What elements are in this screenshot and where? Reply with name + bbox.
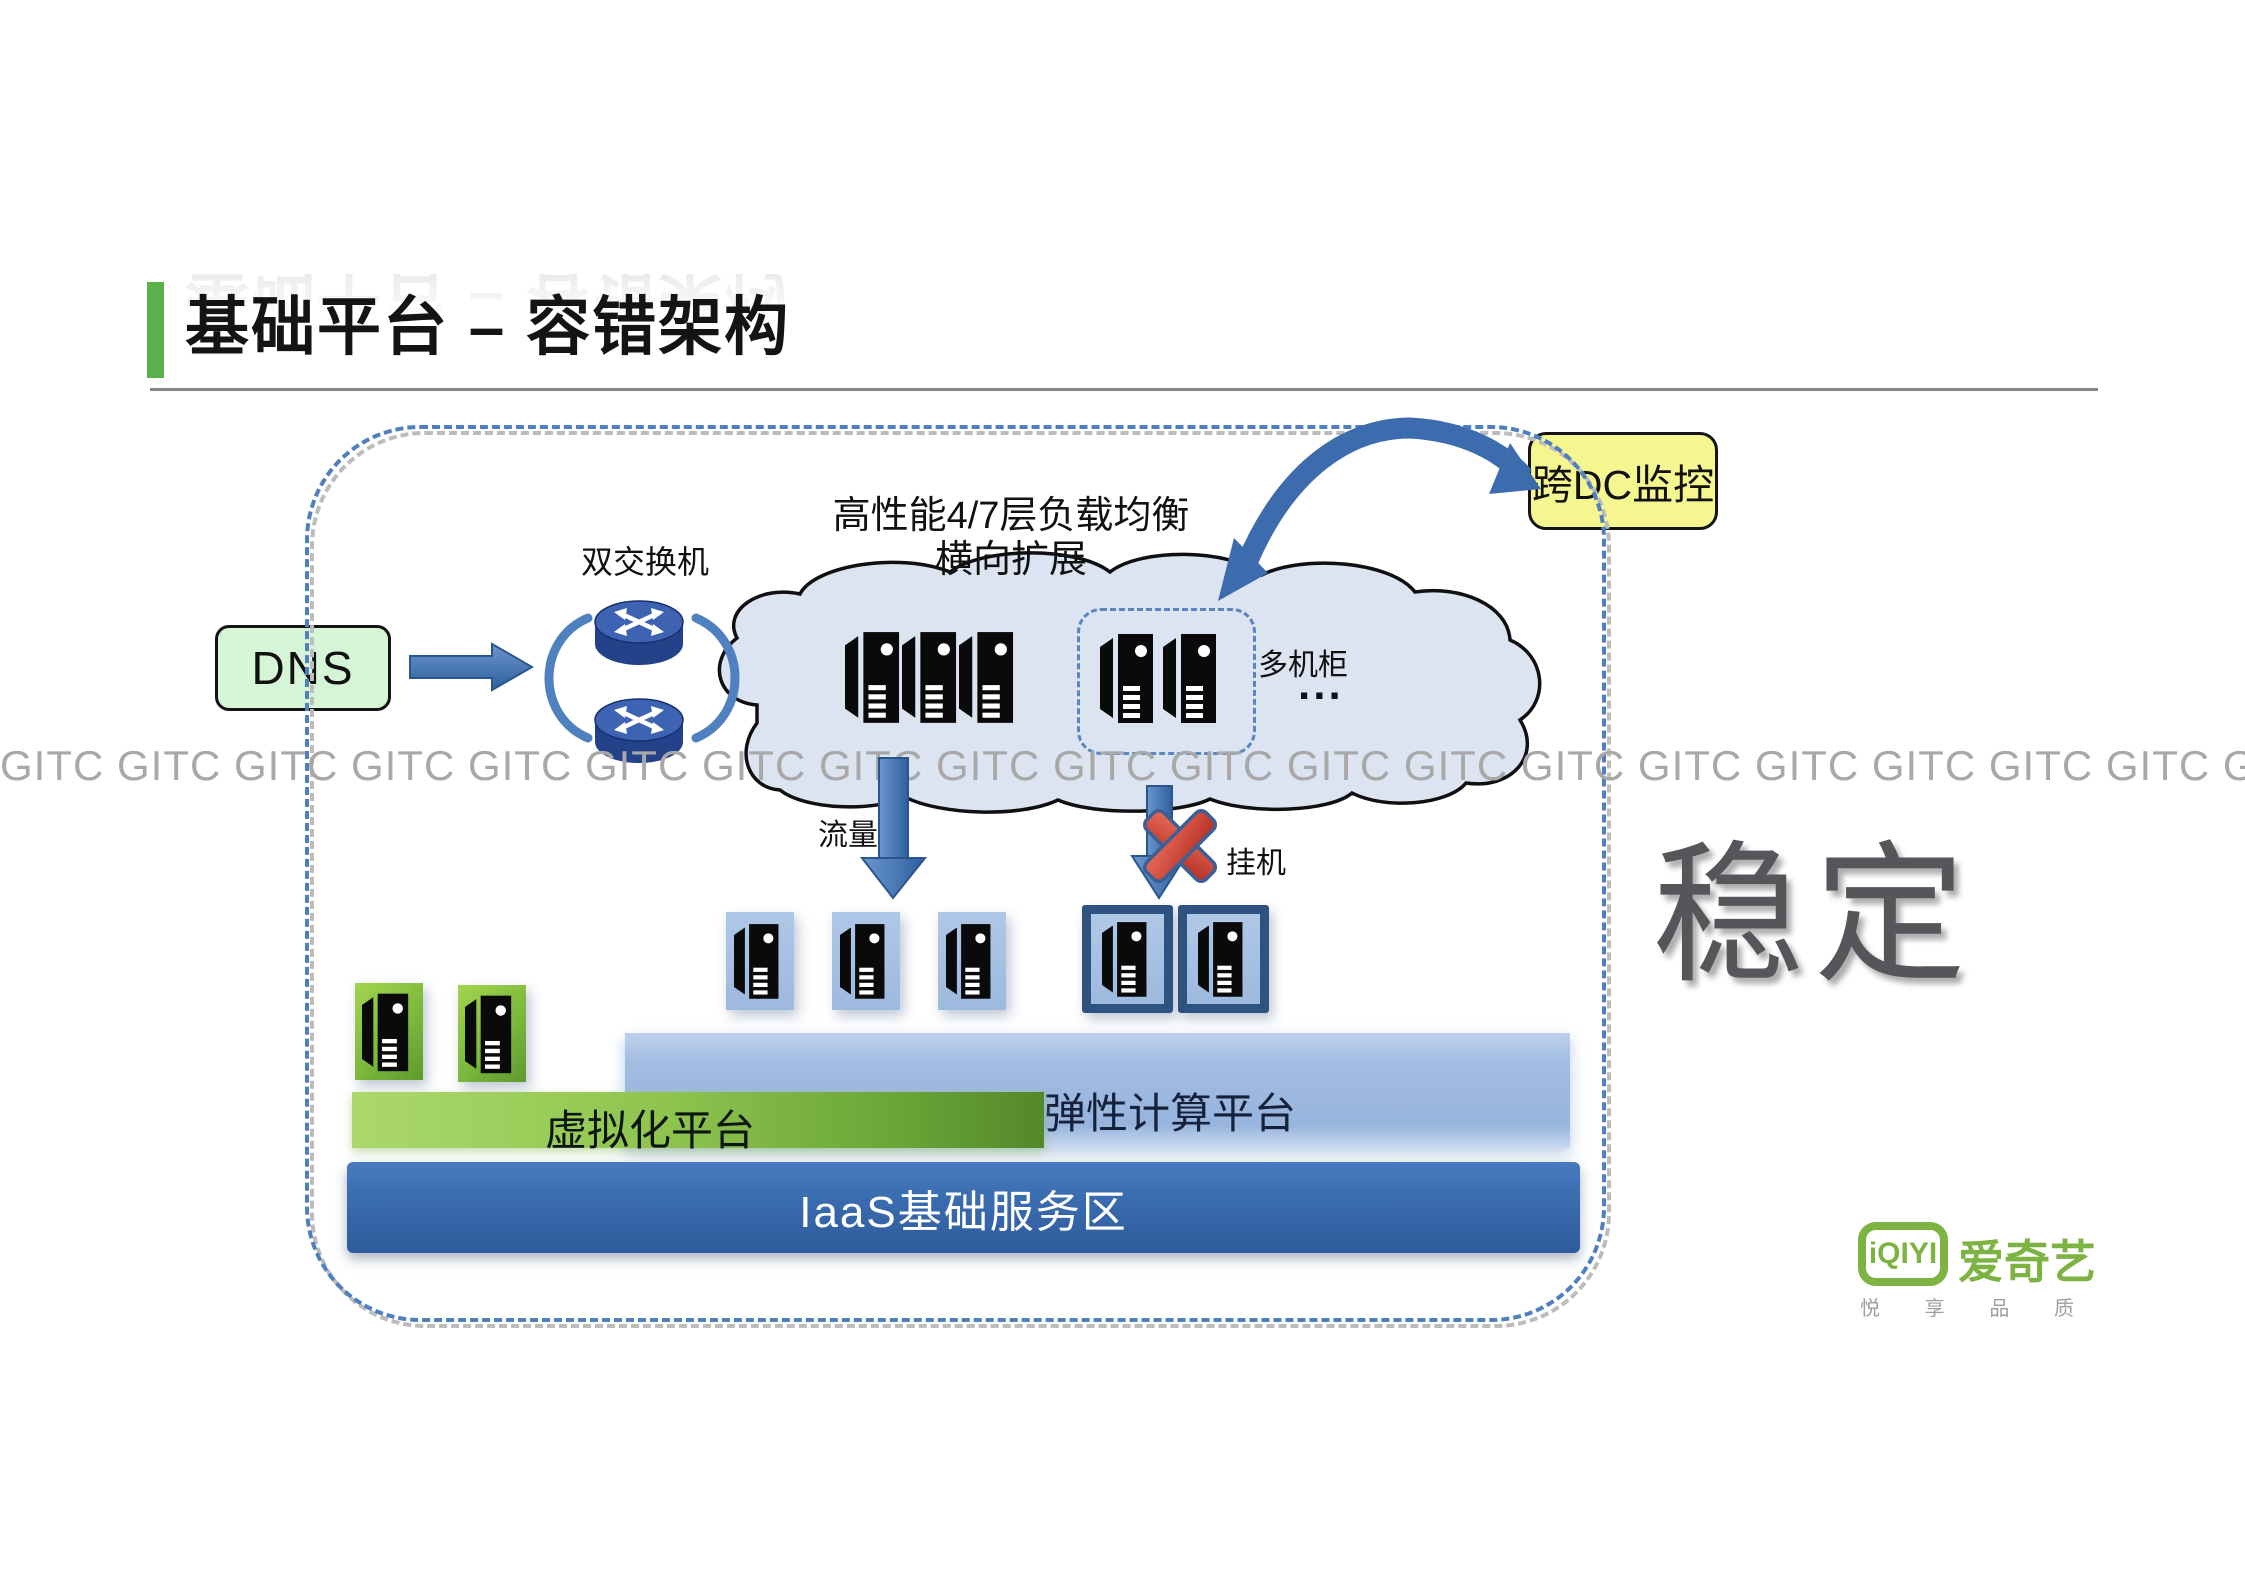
server-tile-bordered [1178, 905, 1269, 1013]
diagram-frame [305, 425, 1606, 1322]
multi-rack-dashed-box [1077, 608, 1256, 755]
curved-arrow-head-icon [1489, 443, 1541, 494]
bracket-right-icon [691, 613, 740, 743]
curved-arrow-icon [1236, 417, 1532, 570]
bracket-left-icon [544, 613, 593, 743]
loadbalancer-label: 高性能4/7层负载均衡 横向扩展 [811, 495, 1211, 582]
hang-label: 挂机 [1226, 847, 1286, 880]
iqiyi-wordmark: iQIYI [1868, 1237, 1938, 1270]
slogan-char: 享 [1924, 1298, 1945, 1320]
virtualization-platform-bar [352, 1092, 1044, 1148]
slogan-char: 品 [1989, 1298, 2010, 1320]
diagram-frame-shadow [310, 431, 1611, 1328]
traffic-arrow-icon [859, 757, 928, 900]
gitc-watermark: GITC GITC GITC GITC GITC GITC GITC GITC … [0, 742, 2245, 789]
iaas-zone-bar: IaaS基础服务区 [347, 1162, 1580, 1253]
server-tile [726, 912, 794, 1010]
slogan-char: 悦 [1860, 1298, 1880, 1320]
iaas-zone-label: IaaS基础服务区 [799, 1187, 1128, 1237]
server-tile [938, 912, 1006, 1010]
title-underline [150, 388, 2098, 391]
title-accent-bar [147, 282, 164, 378]
traffic-label: 流量 [818, 819, 878, 852]
green-server-tile [355, 983, 423, 1080]
server-tile-bordered [1082, 905, 1173, 1013]
error-x-icon [1142, 808, 1218, 884]
iqiyi-brand-name: 爱奇艺 [1958, 1236, 2096, 1288]
dns-box: DNS [215, 625, 391, 711]
switches-label: 双交换机 [580, 544, 709, 580]
iqiyi-logo-icon: iQIYI [1858, 1222, 1948, 1286]
elastic-platform-label: 弹性计算平台 [1043, 1090, 1296, 1137]
green-server-tile [458, 985, 526, 1082]
stability-note: 稳定 [1652, 827, 1976, 1004]
loadbalancer-label-line2: 横向扩展 [934, 538, 1087, 581]
page-title: 基础平台 – 容错架构 [185, 291, 791, 363]
virtualization-platform-label: 虚拟化平台 [544, 1107, 755, 1154]
iqiyi-slogan: 悦 享 品 质 [1860, 1292, 2074, 1321]
dns-label: DNS [251, 642, 355, 694]
multi-rack-label: 多机柜 [1258, 649, 1348, 682]
curved-arrow-head-icon [1218, 538, 1268, 601]
loadbalancer-label-line1: 高性能4/7层负载均衡 [832, 495, 1190, 537]
slogan-char: 质 [2053, 1298, 2074, 1320]
dns-arrow-icon [409, 642, 535, 692]
server-tile [832, 912, 900, 1010]
rack-ellipsis: ... [1298, 660, 1344, 709]
